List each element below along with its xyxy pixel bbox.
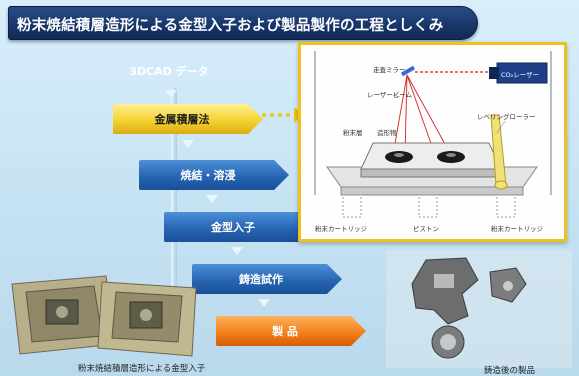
- step-metal-layering: 金属積層法: [113, 104, 263, 134]
- step-label: 金属積層法: [154, 113, 210, 126]
- laser-beam-label: レーザービーム: [367, 91, 413, 99]
- down-arrow-icon: [258, 299, 270, 307]
- machine-schematic: [314, 51, 552, 218]
- mold-insert-photo: [11, 275, 197, 357]
- step-sintering: 焼結・溶浸: [139, 160, 289, 190]
- step-product: 製 品: [216, 316, 366, 346]
- step-label: 金型入子: [211, 221, 255, 234]
- step-3dcad-data: 3DCAD データ: [100, 56, 250, 86]
- laser-label: CO₂レーザー: [501, 71, 540, 79]
- piston-label: ピストン: [413, 225, 439, 233]
- leveling-roller-label: レベリングローラー: [477, 113, 536, 121]
- cast-product-photo: [386, 250, 572, 368]
- sintered-part-label: 造形物: [377, 129, 397, 137]
- right-cartridge-label: 粉末カートリッジ: [491, 225, 543, 233]
- down-arrow-icon: [206, 195, 218, 203]
- cast-product-caption: 鋳造後の製品: [484, 366, 536, 376]
- step-mold-insert: 金型入子: [164, 212, 314, 242]
- flow-rail: [171, 88, 177, 320]
- down-arrow-icon: [165, 90, 177, 98]
- step-label: 製 品: [272, 325, 298, 338]
- page-title: 粉末焼結積層造形による金型入子および製品製作の工程としくみ: [17, 18, 444, 34]
- title-banner: 粉末焼結積層造形による金型入子および製品製作の工程としくみ: [8, 6, 478, 40]
- powder-layer-label: 粉末層: [343, 129, 363, 137]
- scan-mirror-label: 走査ミラー: [373, 66, 406, 74]
- step-label: 鋳造試作: [239, 273, 283, 286]
- dotted-connector: [262, 113, 298, 123]
- step-casting-trial: 鋳造試作: [192, 264, 342, 294]
- left-cartridge-label: 粉末カートリッジ: [315, 225, 367, 233]
- mold-insert-caption: 粉末焼結積層造形による金型入子: [78, 364, 206, 374]
- down-arrow-icon: [182, 140, 194, 148]
- down-arrow-icon: [231, 247, 243, 255]
- laser-sintering-machine-diagram: 走査ミラー CO₂レーザー レーザービーム 粉末層 造形物 レベリングローラー …: [298, 42, 567, 242]
- step-label: 3DCAD データ: [129, 65, 209, 78]
- step-label: 焼結・溶浸: [180, 169, 236, 182]
